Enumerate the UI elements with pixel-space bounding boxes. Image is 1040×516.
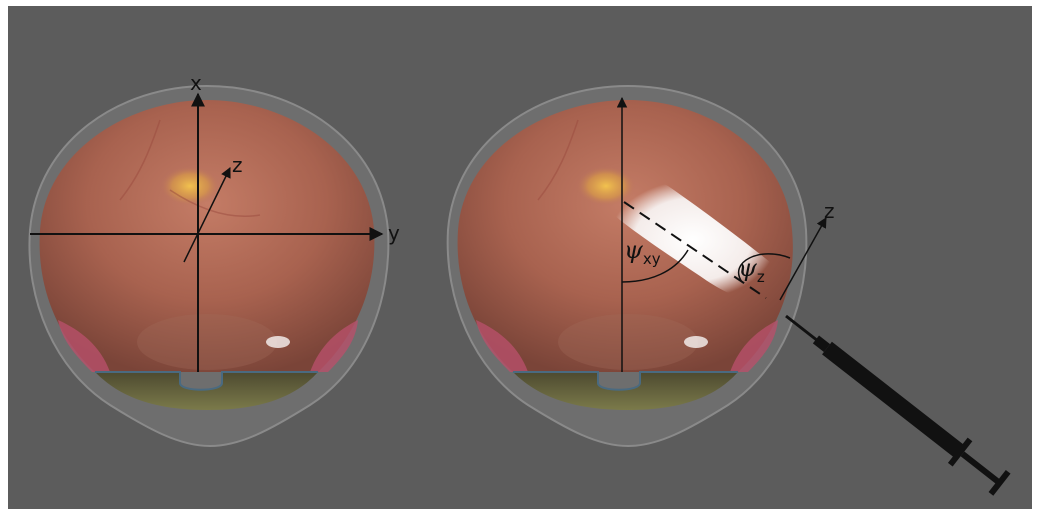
left-z-axis-label: z xyxy=(232,153,243,177)
right-eye-lens xyxy=(558,314,698,370)
right-z-axis-label: z xyxy=(824,199,835,223)
left-x-axis-label: x xyxy=(190,71,202,95)
left-eye-lens xyxy=(137,314,277,370)
left-y-axis-label: y xyxy=(388,221,400,245)
left-eye-fovea xyxy=(160,166,220,206)
right-eye-highlight xyxy=(684,336,708,348)
left-eye-highlight xyxy=(266,336,290,348)
